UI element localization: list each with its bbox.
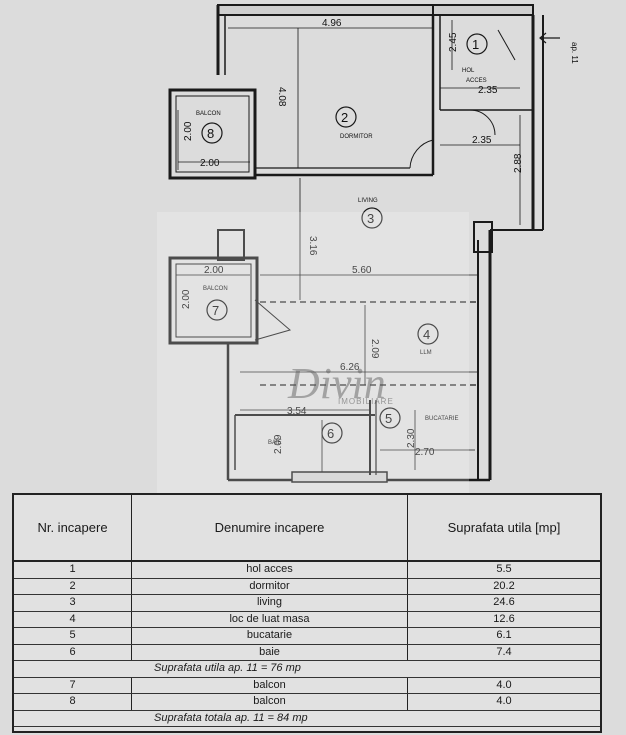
- room-3-name: LIVING: [358, 198, 378, 204]
- total-row: Suprafata totala ap. 11 = 84 mp: [14, 711, 600, 727]
- cell-area: 20.2: [493, 579, 515, 592]
- room-5-number: 5: [385, 411, 392, 426]
- room-7-name: BALCON: [203, 286, 228, 292]
- dim-288: 2.88: [513, 153, 524, 173]
- cell-name: hol acces: [132, 562, 408, 578]
- cell-name: living: [132, 595, 408, 611]
- cell-area: 4.0: [496, 678, 512, 691]
- cell-nr: 6: [14, 644, 132, 660]
- dim-200a: 2.00: [183, 121, 194, 141]
- dim-270: 2.70: [415, 447, 435, 458]
- svg-text:Divin: Divin: [287, 359, 386, 408]
- floor-plan: ap. 11 4.96 2.45 2.35 4.08 2.35 2.88 2.0…: [157, 4, 579, 500]
- dim-316: 3.16: [307, 236, 318, 256]
- room-3-number: 3: [367, 211, 374, 226]
- dim-235b: 2.35: [472, 135, 492, 146]
- dim-200c: 2.00: [204, 265, 224, 276]
- dim-230: 2.30: [406, 428, 417, 448]
- cell-nr: 1: [14, 562, 132, 578]
- cell-nr: 4: [14, 611, 132, 627]
- cell-area: 5.5: [496, 563, 512, 575]
- cell-name: balcon: [132, 694, 408, 710]
- room-1-number: 1: [472, 37, 479, 52]
- dim-496: 4.96: [322, 18, 342, 29]
- watermark-logo: Divin IMOBILIARE: [287, 359, 394, 408]
- cell-name: dormitor: [132, 578, 408, 594]
- cell-area: 6.1: [496, 629, 512, 641]
- dim-235a: 2.35: [478, 85, 498, 96]
- room-5-name: BUCATARIE: [425, 416, 458, 422]
- dim-245: 2.45: [448, 32, 459, 52]
- header-nr: Nr. incapere: [14, 495, 132, 560]
- dim-560: 5.60: [352, 265, 372, 276]
- cell-nr: 8: [14, 694, 132, 710]
- dim-200d: 2.00: [181, 289, 192, 309]
- room-8-name: BALCON: [196, 111, 221, 117]
- header-area: Suprafata utila [mp]: [447, 520, 561, 535]
- watermark-box: [157, 212, 469, 500]
- dim-209b: 2.09: [273, 434, 284, 454]
- cell-area: 4.0: [496, 695, 512, 707]
- room-4-name: LLM: [420, 350, 432, 356]
- dim-200b: 2.00: [200, 158, 220, 169]
- cell-name: baie: [132, 644, 408, 660]
- room-2-name: DORMITOR: [340, 134, 373, 140]
- header-name: Denumire incapere: [132, 495, 408, 560]
- apartment-label: ap. 11: [570, 42, 579, 64]
- cell-name: bucatarie: [132, 628, 408, 644]
- room-4-number: 4: [423, 327, 430, 342]
- room-6-name: BAIE: [268, 440, 282, 446]
- room-6-number: 6: [327, 426, 334, 441]
- room-8-number: 8: [207, 126, 214, 141]
- dim-408: 4.08: [276, 87, 287, 107]
- room-1-name: HOL: [462, 68, 475, 74]
- dim-354: 3.54: [287, 406, 307, 417]
- cell-name: balcon: [132, 677, 408, 693]
- cell-area: 12.6: [493, 612, 515, 625]
- cell-name: loc de luat masa: [132, 611, 408, 627]
- cell-nr: 2: [14, 578, 132, 594]
- dim-209a: 2.09: [369, 339, 380, 359]
- cell-nr: 5: [14, 628, 132, 644]
- table-header: Nr. incapere Denumire incapere Suprafata…: [14, 495, 600, 562]
- svg-text:IMOBILIARE: IMOBILIARE: [338, 397, 394, 406]
- area-table: Nr. incapere Denumire incapere Suprafata…: [12, 493, 602, 733]
- cell-nr: 3: [14, 595, 132, 611]
- cell-nr: 7: [14, 677, 132, 693]
- cell-area: 7.4: [496, 645, 512, 658]
- cell-area: 24.6: [493, 596, 515, 608]
- room-7-number: 7: [212, 303, 219, 318]
- dim-626: 6.26: [340, 362, 360, 373]
- room-2-number: 2: [341, 110, 348, 125]
- subtotal-row: Suprafata utila ap. 11 = 76 mp: [14, 661, 600, 678]
- room-1-name-2: ACCES: [466, 78, 487, 84]
